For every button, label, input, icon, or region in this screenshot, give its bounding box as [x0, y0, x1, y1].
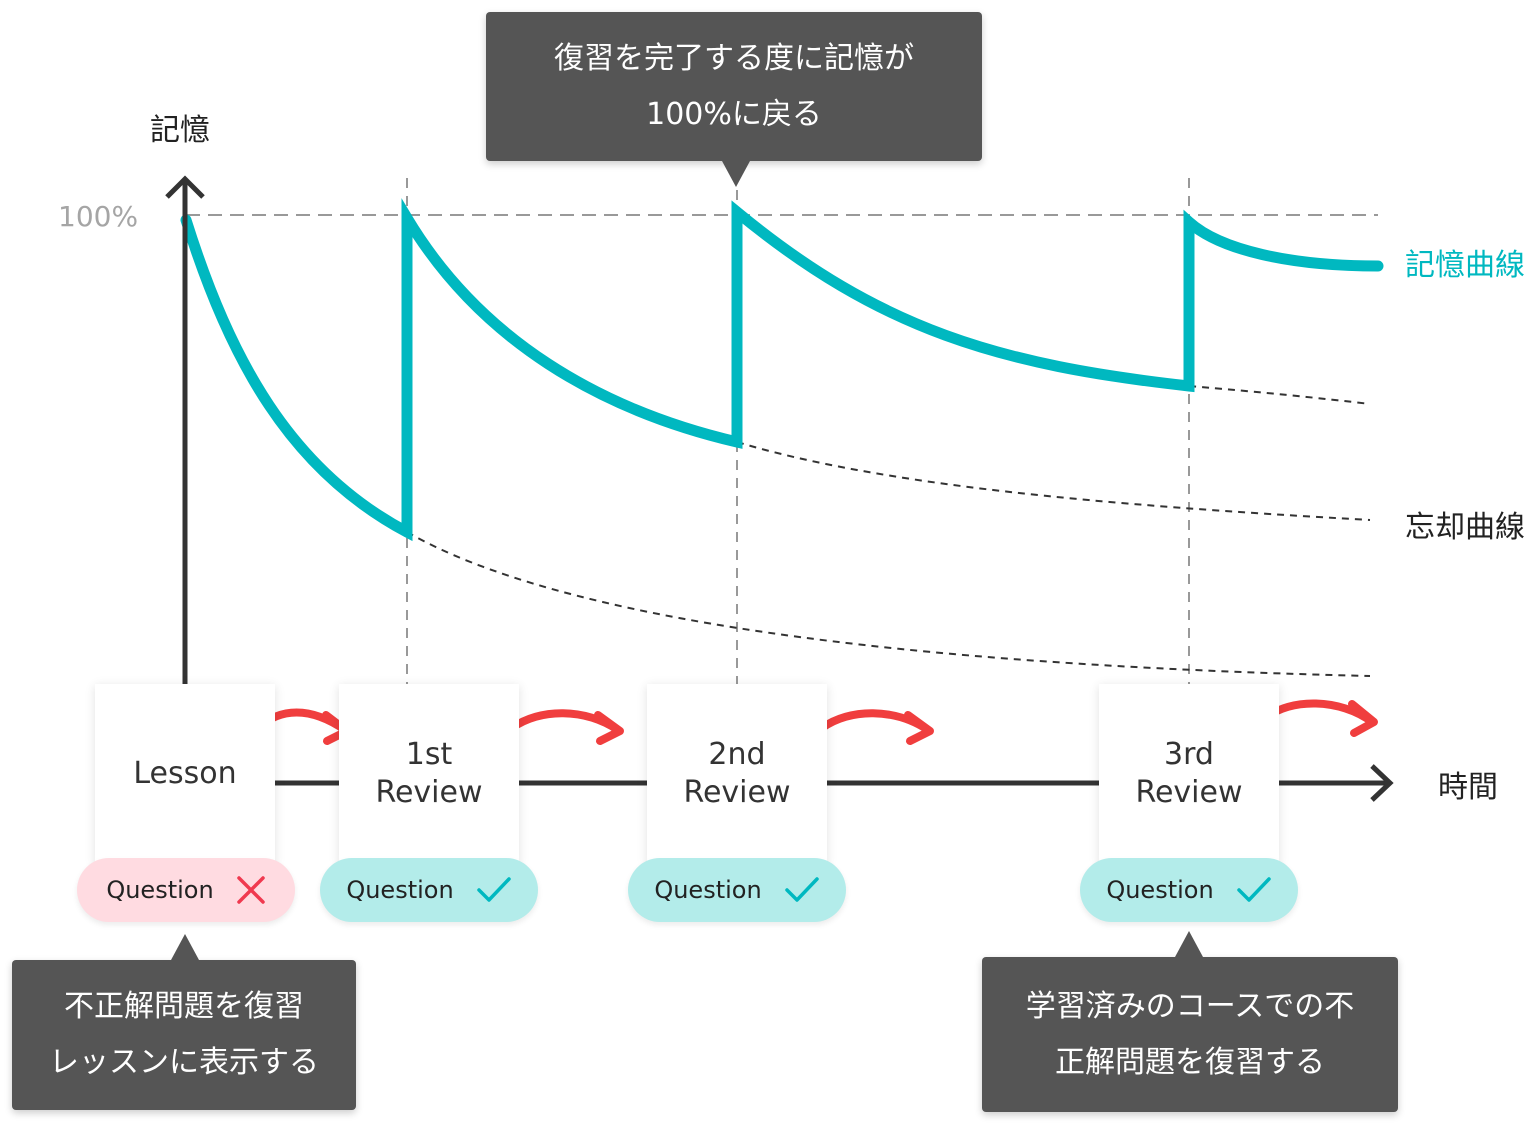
- pill-label: Question: [106, 876, 214, 904]
- cross-icon: [236, 876, 265, 904]
- callout-line-1: 復習を完了する度に記憶が: [554, 40, 914, 76]
- x-axis-arrowhead: [1370, 764, 1394, 802]
- second-review-card: 2nd Review: [647, 684, 827, 864]
- pill-label: Question: [346, 876, 454, 904]
- callout-line-2: 正解問題を復習する: [1055, 1044, 1325, 1080]
- card-label-line-2: Review: [683, 775, 791, 810]
- memory-curve: [180, 198, 1384, 542]
- card-label-line-1: 2nd: [708, 737, 766, 772]
- forgetting-curve-label: 忘却曲線: [1405, 510, 1525, 545]
- memory-curve-label: 記憶曲線: [1405, 248, 1525, 283]
- x-axis-label: 時間: [1438, 770, 1498, 805]
- callout-line-1: 不正解問題を復習: [64, 989, 304, 1024]
- card-label-line-1: 1st: [405, 737, 453, 772]
- first-review-card: 1st Review: [339, 684, 519, 864]
- pill-label: Question: [1106, 876, 1214, 904]
- lesson-review-callout: 不正解問題を復習 レッスンに表示する: [12, 934, 356, 1110]
- first-review-question-pill: Question: [320, 858, 538, 922]
- lesson-question-pill: Question: [77, 858, 295, 922]
- second-review-question-pill: Question: [628, 858, 846, 922]
- check-icon: [1236, 877, 1271, 902]
- forgetting-curve-3: [1188, 385, 1371, 405]
- y-axis-label: 記憶: [150, 113, 210, 148]
- pill-label: Question: [654, 876, 762, 904]
- hundred-percent-label: 100%: [58, 200, 139, 233]
- course-review-callout: 学習済みのコースでの不 正解問題を復習する: [982, 931, 1398, 1112]
- callout-line-1: 学習済みのコースでの不: [1025, 988, 1355, 1024]
- y-axis-arrowhead: [165, 175, 205, 199]
- forgetting-curve-1: [406, 531, 1371, 677]
- progress-arrow-4: [1262, 699, 1378, 737]
- card-label-line-2: Review: [375, 775, 483, 810]
- card-label-line-1: 3rd: [1164, 737, 1214, 772]
- callout-line-2: 100%に戻る: [646, 96, 822, 132]
- review-reset-callout: 復習を完了する度に記憶が 100%に戻る: [486, 12, 982, 187]
- progress-arrow-3: [818, 709, 934, 745]
- check-icon: [476, 877, 511, 902]
- callout-line-2: レッスンに表示する: [49, 1045, 319, 1080]
- card-label: Lesson: [133, 756, 237, 791]
- progress-arrow-2: [508, 709, 624, 745]
- lesson-card: Lesson: [95, 684, 275, 864]
- forgetting-curve-2: [736, 441, 1371, 521]
- third-review-card: 3rd Review: [1099, 684, 1279, 864]
- third-review-question-pill: Question: [1080, 858, 1298, 922]
- card-label-line-2: Review: [1135, 775, 1243, 810]
- check-icon: [784, 877, 819, 902]
